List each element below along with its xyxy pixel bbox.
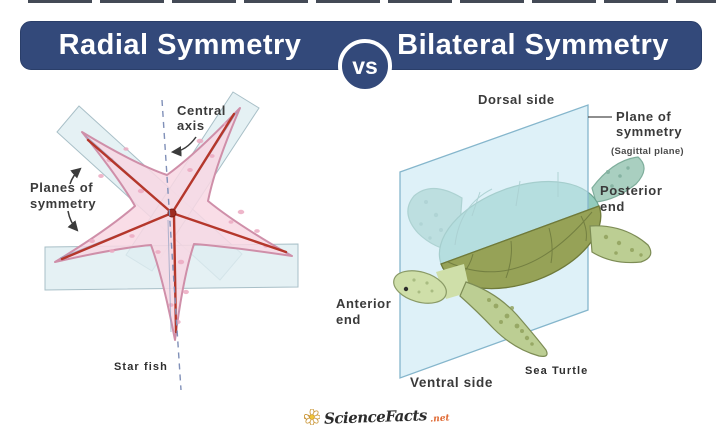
central-axis-label-line2: axis (177, 118, 205, 133)
shell-near-scute-lines (447, 211, 593, 279)
ventral-side-label: Ventral side (410, 375, 493, 390)
flower-icon (304, 409, 320, 425)
starfish-figure (44, 91, 299, 391)
sea-turtle-label: Sea Turtle (525, 365, 589, 377)
posterior-end-label-line2: end (600, 199, 625, 214)
planes-arrow-upper (69, 167, 82, 185)
planes-of-symmetry-label-line1: Planes of (30, 180, 94, 195)
central-axis-arrow (170, 136, 197, 157)
radial-title: Radial Symmetry (58, 29, 302, 61)
far-rear-flipper-spots (606, 166, 630, 188)
brand-logo: ScienceFacts .net (304, 406, 450, 428)
near-front-flipper-spots (487, 298, 534, 346)
turtle-head (393, 270, 447, 304)
planes-arrow-lower (67, 210, 79, 232)
brand-suffix: .net (429, 413, 450, 425)
planes-of-symmetry-label-line2: symmetry (30, 196, 97, 211)
plane-of-symmetry-label-line1: Plane of (616, 109, 672, 124)
central-axis-label-line1: Central (177, 103, 226, 118)
brand-name: ScienceFacts (323, 406, 428, 428)
turtle-figure (393, 104, 652, 379)
central-axis-line (161, 99, 182, 391)
plane-of-symmetry-label-line2: symmetry (616, 124, 683, 139)
anterior-end-label-line1: Anterior (336, 296, 392, 311)
posterior-end-label-line1: Posterior (600, 183, 663, 198)
title-banner: Radial Symmetry Bilateral Symmetry vs (20, 21, 702, 93)
annotation-arrows (67, 136, 197, 232)
far-rear-flipper (591, 156, 645, 203)
starfish-label: Star fish (114, 361, 168, 373)
sagittal-plane-label: (Sagittal plane) (611, 146, 684, 157)
anterior-end-label-line2: end (336, 312, 361, 327)
vs-badge: vs (338, 39, 392, 93)
cropped-top-edge (28, 0, 716, 3)
shell-ridge-line (440, 205, 600, 265)
head-spots (412, 278, 434, 294)
turtle-near-side (393, 205, 652, 357)
arm-ridge-lines (60, 112, 288, 334)
bilateral-title: Bilateral Symmetry (397, 29, 669, 61)
sagittal-plane (399, 104, 589, 379)
dorsal-side-label: Dorsal side (478, 92, 555, 107)
near-rear-flipper-spots (603, 234, 643, 257)
turtle-eye (403, 286, 409, 292)
